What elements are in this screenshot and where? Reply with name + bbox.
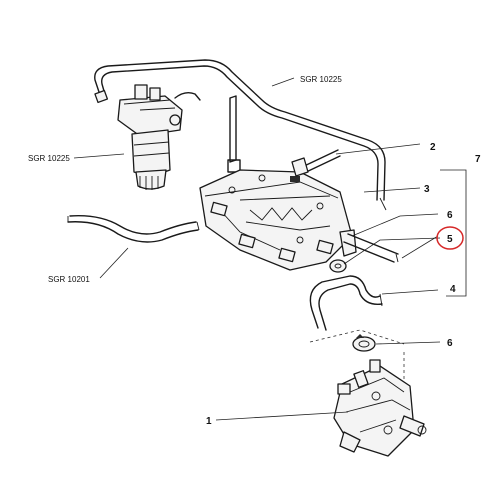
ref-label-top: SGR 10225 xyxy=(300,75,342,84)
flex-hose xyxy=(67,215,200,243)
manifold-block xyxy=(199,169,357,271)
hose-part-4 xyxy=(309,275,383,331)
callout-4: 4 xyxy=(450,284,456,295)
injection-pump xyxy=(333,359,427,457)
clip-lower xyxy=(352,334,376,352)
callout-7: 7 xyxy=(475,154,481,165)
callout-6-upper: 6 xyxy=(447,210,453,221)
fuel-filter xyxy=(117,84,183,190)
highlight-circle xyxy=(436,226,464,250)
ref-label-hose: SGR 10201 xyxy=(48,275,90,284)
pipe-part-5 xyxy=(343,233,399,263)
washer-upper xyxy=(329,259,347,273)
callout-5: 5 xyxy=(447,234,453,245)
ref-label-filter: SGR 10225 xyxy=(28,154,70,163)
leader-lines xyxy=(73,77,467,421)
callout-3: 3 xyxy=(424,184,430,195)
bolt-part-2 xyxy=(291,149,341,177)
callout-1: 1 xyxy=(206,416,212,427)
callout-2: 2 xyxy=(430,142,436,153)
callout-6-lower: 6 xyxy=(447,338,453,349)
